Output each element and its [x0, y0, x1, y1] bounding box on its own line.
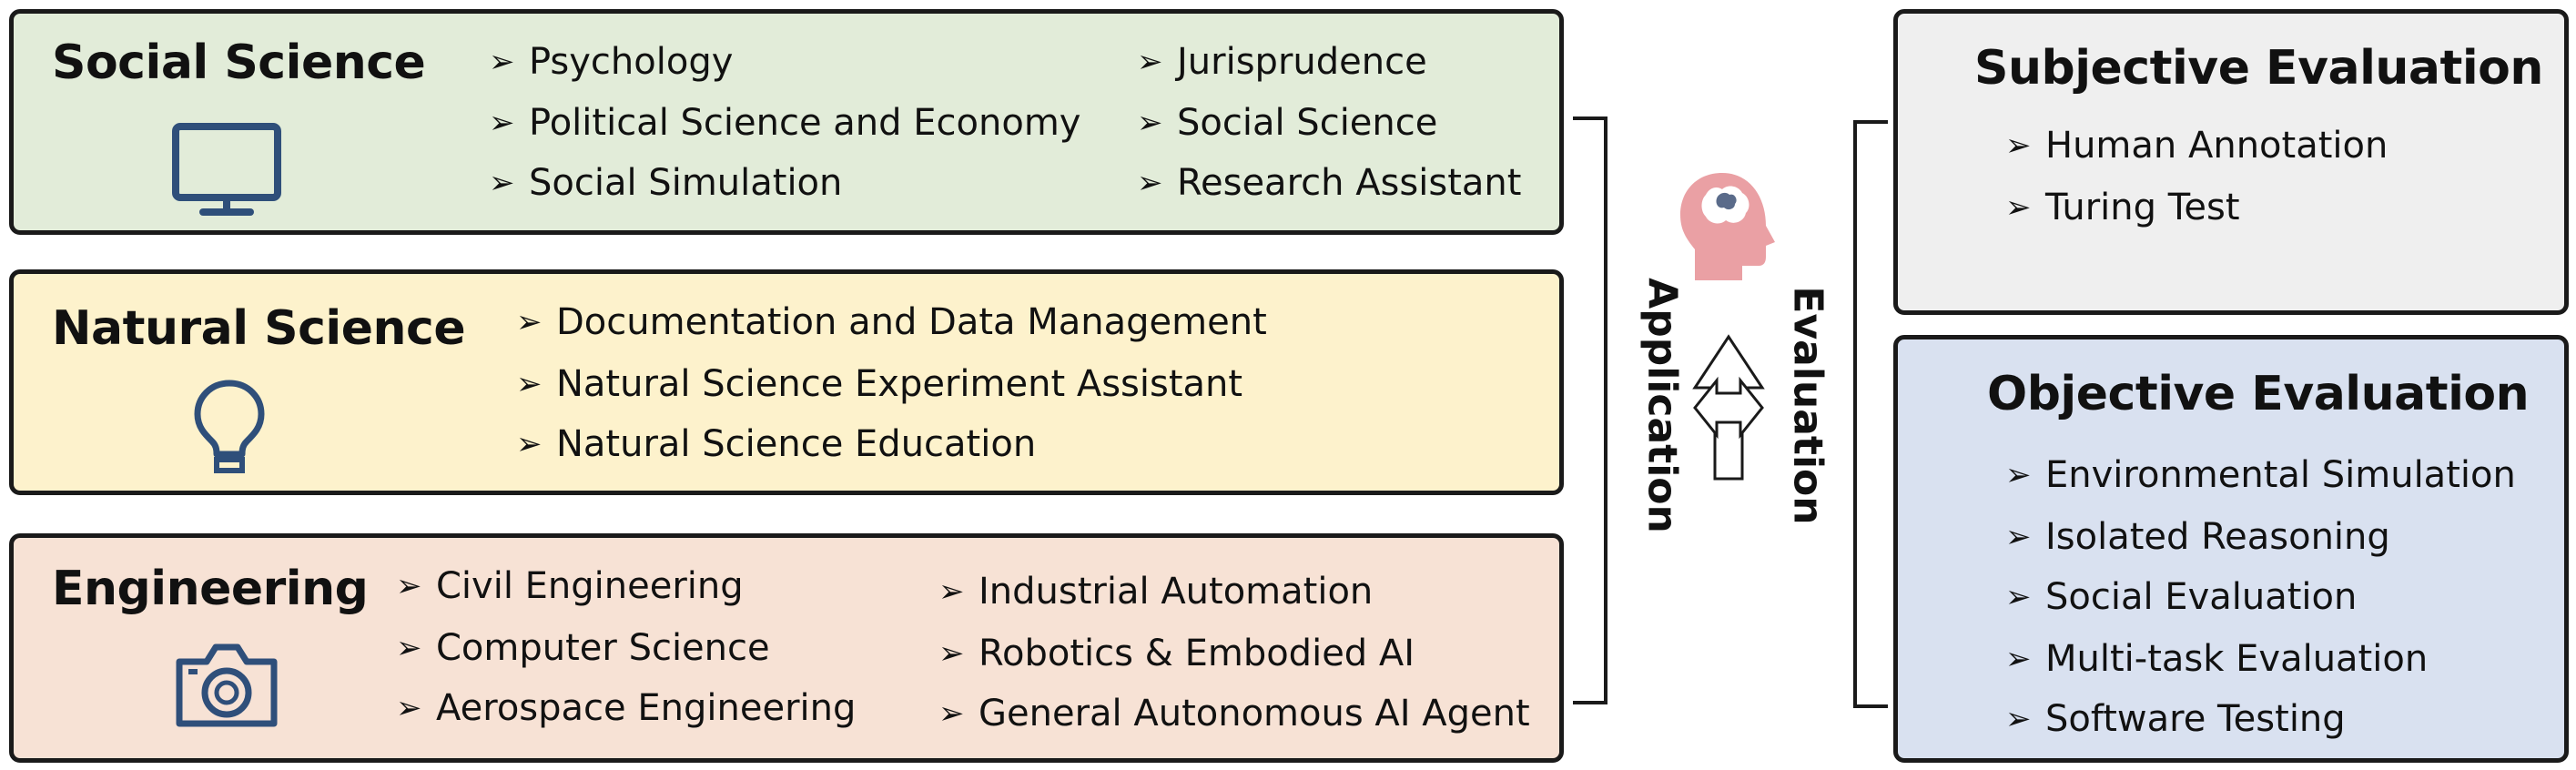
double-arrow-icon: [1692, 334, 1765, 481]
arrow-bullet-icon: ➢: [1137, 165, 1163, 201]
camera-icon: [176, 643, 278, 727]
subjective-evaluation-panel: Subjective Evaluation ➢Human Annotation …: [1893, 9, 2569, 315]
arrow-bullet-icon: ➢: [396, 690, 422, 726]
list-item: ➢Jurisprudence: [1137, 41, 1427, 83]
arrow-bullet-icon: ➢: [396, 568, 422, 604]
list-item: ➢General Autonomous AI Agent: [938, 693, 1530, 735]
arrow-bullet-icon: ➢: [2005, 457, 2032, 493]
left-bracket: [1573, 117, 1607, 704]
list-item: ➢Turing Test: [2005, 187, 2240, 228]
list-item: ➢Human Annotation: [2005, 125, 2388, 167]
arrow-bullet-icon: ➢: [2005, 701, 2032, 737]
arrow-bullet-icon: ➢: [2005, 189, 2032, 226]
arrow-bullet-icon: ➢: [396, 630, 422, 666]
right-bracket: [1853, 120, 1888, 708]
list-item: ➢Social Evaluation: [2005, 576, 2358, 618]
list-item: ➢Multi-task Evaluation: [2005, 638, 2429, 680]
arrow-bullet-icon: ➢: [938, 695, 965, 732]
objective-evaluation-panel: Objective Evaluation ➢Environmental Simu…: [1893, 335, 2569, 763]
list-item: ➢Psychology: [489, 41, 734, 83]
list-item: ➢Natural Science Education: [516, 423, 1037, 465]
arrow-bullet-icon: ➢: [2005, 127, 2032, 164]
list-item: ➢Research Assistant: [1137, 162, 1522, 204]
arrow-bullet-icon: ➢: [2005, 641, 2032, 677]
arrow-bullet-icon: ➢: [1137, 44, 1163, 80]
application-label: Application: [1638, 278, 1686, 533]
arrow-bullet-icon: ➢: [489, 165, 515, 201]
list-item: ➢Industrial Automation: [938, 571, 1374, 613]
list-item: ➢Documentation and Data Management: [516, 301, 1267, 343]
natural-science-title: Natural Science: [52, 301, 466, 356]
list-item: ➢Social Science: [1137, 102, 1438, 144]
list-item: ➢Computer Science: [396, 627, 770, 669]
arrow-bullet-icon: ➢: [489, 105, 515, 141]
arrow-bullet-icon: ➢: [516, 366, 543, 402]
list-item: ➢Natural Science Experiment Assistant: [516, 363, 1243, 405]
lightbulb-icon: [194, 380, 265, 473]
arrow-bullet-icon: ➢: [938, 635, 965, 672]
objective-evaluation-title: Objective Evaluation: [1987, 367, 2530, 421]
arrow-bullet-icon: ➢: [489, 44, 515, 80]
list-item: ➢Civil Engineering: [396, 565, 744, 607]
subjective-evaluation-title: Subjective Evaluation: [1974, 41, 2543, 96]
list-item: ➢Political Science and Economy: [489, 102, 1081, 144]
list-item: ➢Aerospace Engineering: [396, 687, 857, 729]
list-item: ➢Robotics & Embodied AI: [938, 633, 1415, 674]
arrow-bullet-icon: ➢: [516, 426, 543, 462]
engineering-panel: Engineering ➢Civil Engineering ➢Computer…: [9, 533, 1564, 763]
natural-science-panel: Natural Science ➢Documentation and Data …: [9, 269, 1564, 495]
monitor-icon: [172, 123, 281, 216]
brain-head-icon: [1680, 173, 1775, 280]
arrow-bullet-icon: ➢: [938, 573, 965, 610]
list-item: ➢Social Simulation: [489, 162, 843, 204]
arrow-bullet-icon: ➢: [1137, 105, 1163, 141]
arrow-bullet-icon: ➢: [516, 304, 543, 340]
list-item: ➢Software Testing: [2005, 698, 2346, 740]
list-item: ➢Isolated Reasoning: [2005, 516, 2390, 558]
list-item: ➢Environmental Simulation: [2005, 454, 2516, 496]
evaluation-label: Evaluation: [1784, 286, 1831, 525]
arrow-bullet-icon: ➢: [2005, 579, 2032, 615]
engineering-title: Engineering: [52, 562, 369, 616]
arrow-bullet-icon: ➢: [2005, 519, 2032, 555]
social-science-panel: Social Science ➢Psychology ➢Political Sc…: [9, 9, 1564, 235]
social-science-title: Social Science: [52, 35, 426, 90]
